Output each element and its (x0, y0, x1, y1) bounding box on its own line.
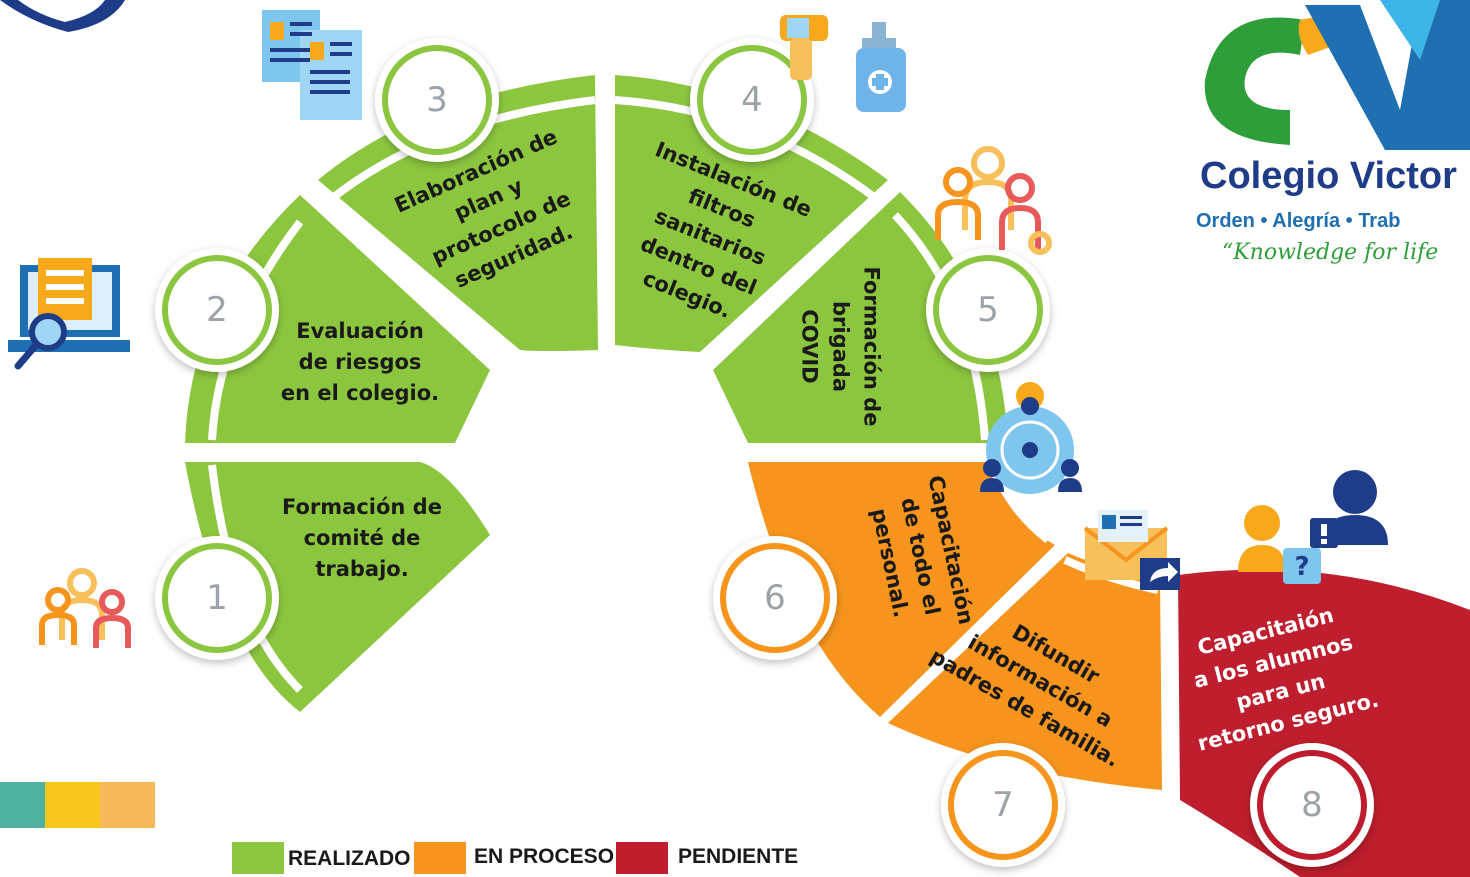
wedge-5 (713, 192, 1008, 443)
number-circle-5 (926, 248, 1050, 372)
legend-label-en-proceso: EN PROCESO (474, 845, 615, 868)
wedge-4 (615, 75, 888, 352)
shield-logo-icon-inner (18, 0, 105, 22)
svg-text:?: ? (1294, 552, 1309, 582)
number-circle-6 (713, 536, 837, 660)
number-circle-8 (1250, 743, 1374, 867)
legend-label-pendiente: PENDIENTE (678, 845, 799, 868)
colegio-logo-mark (1204, 0, 1470, 150)
school-motto: Orden • Alegría • Trab (1196, 210, 1401, 232)
documents-icon (262, 10, 362, 120)
step-number-2: 2 (206, 290, 228, 330)
thermometer-sanitizer-icon (780, 15, 906, 112)
step-number-4: 4 (741, 80, 763, 120)
step-number-1: 1 (206, 578, 228, 618)
team-people-icon-5 (935, 146, 1052, 255)
laptop-search-icon (8, 258, 130, 370)
step-number-6: 6 (764, 578, 786, 618)
step-number-5: 5 (977, 290, 999, 330)
wedge-3 (318, 75, 598, 351)
number-circle-7 (941, 743, 1065, 867)
step-text-5: Formación de brigada COVID (797, 266, 884, 427)
wedge-7 (888, 553, 1162, 790)
number-circle-4 (690, 38, 814, 162)
wedge-1 (185, 462, 490, 712)
wedge-6 (748, 462, 1055, 717)
question-people-icon: ? (1238, 470, 1388, 584)
color-strip (0, 782, 155, 828)
school-name: Colegio Victor (1200, 155, 1457, 197)
number-circle-1 (155, 536, 279, 660)
number-circle-2 (155, 248, 279, 372)
school-tagline: “Knowledge for life (1222, 240, 1439, 265)
step-text-1: Formación de comité de trabajo. (282, 495, 442, 581)
number-circle-3 (375, 38, 499, 162)
mail-send-icon (1083, 510, 1180, 590)
legend-swatch-en-proceso (414, 842, 466, 874)
legend-swatch-pendiente (616, 842, 668, 874)
legend-swatch-realizado (232, 842, 284, 874)
team-people-icon (39, 568, 131, 648)
wedge-2 (185, 195, 490, 443)
step-text-2: Evaluación de riesgos en el colegio. (280, 319, 440, 405)
legend-label-realizado: REALIZADO (288, 847, 411, 870)
step-number-3: 3 (426, 80, 448, 120)
network-people-icon (980, 382, 1082, 494)
step-number-7: 7 (992, 785, 1014, 825)
step-number-8: 8 (1301, 785, 1323, 825)
